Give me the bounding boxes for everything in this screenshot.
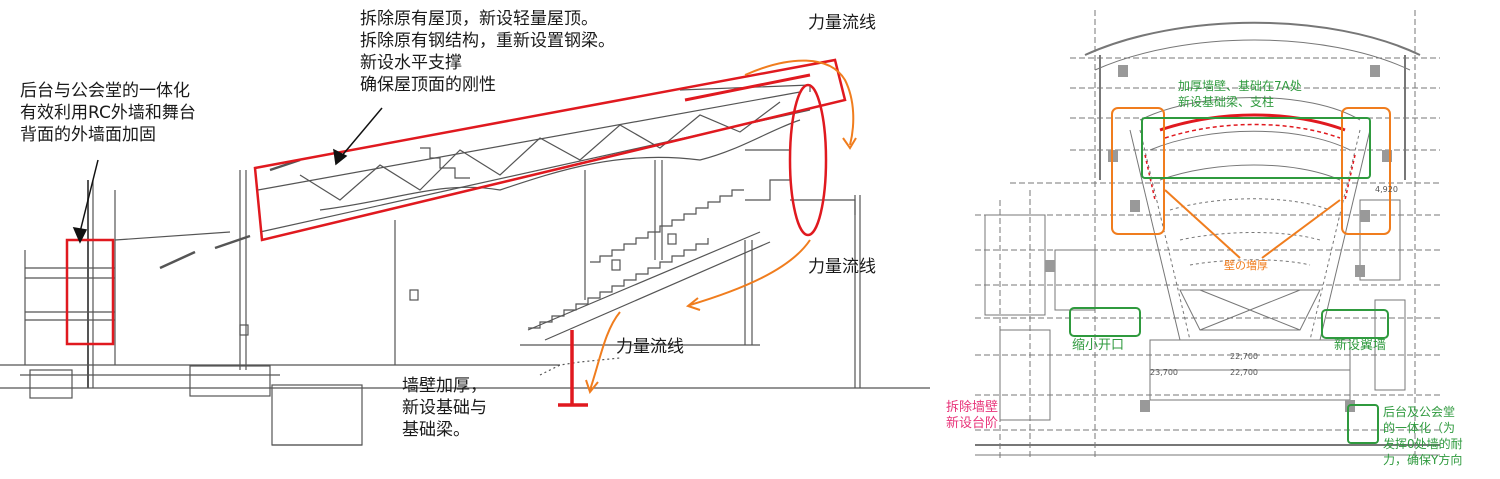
force-flow-arrow-3 <box>589 311 621 391</box>
roof-note-line-1: 拆除原有屋顶，新设轻量屋顶。 <box>360 9 598 29</box>
force-flow-arrow-3-head <box>585 379 599 395</box>
new-wing-wall-label: 新设翼墙 <box>1334 338 1387 353</box>
wall-note: 墙壁加厚， 新设基础与 基础梁。 <box>402 375 487 441</box>
wall-note-line-1: 墙壁加厚， <box>402 376 487 396</box>
plan-backstage-note: 后台及公会堂 的一体化（为 发挥0处墙的耐 力，确保Y方向 <box>1383 404 1463 468</box>
backstage-wall-box <box>65 238 115 346</box>
section-linework <box>0 84 930 446</box>
section-force-flow <box>585 59 857 395</box>
plan-backstage-note-line-2: 的一体化（为 <box>1383 421 1456 435</box>
dimension-2: 22,700 <box>1230 368 1258 377</box>
force-flow-arrow-2-head <box>685 297 701 311</box>
demolish-note-line-1: 拆除墙壁 <box>946 400 999 415</box>
backstage-note-line-2: 有效利用RC外墙和舞台 <box>20 103 196 123</box>
plan-top-note: 加厚墙壁、基础在7A处 新设基础梁、支柱 <box>1178 78 1302 110</box>
plan-green-boxes <box>1069 117 1389 444</box>
shrink-opening-label: 缩小开口 <box>1072 338 1125 353</box>
plan-thickened-arc <box>1144 113 1356 201</box>
force-flow-label-1: 力量流线 <box>808 13 876 33</box>
joint-ellipse <box>788 83 828 237</box>
dimension-4: 4,920 <box>1375 185 1398 194</box>
plan-backstage-note-line-1: 后台及公会堂 <box>1383 405 1456 419</box>
backstage-note-line-3: 背面的外墙面加固 <box>20 125 156 145</box>
plan-top-note-line-2: 新设基础梁、支柱 <box>1178 95 1275 109</box>
demolish-note-line-2: 新设台阶 <box>946 416 999 431</box>
plan-center-note: 壁の増厚 <box>1224 259 1268 272</box>
force-flow-arrow-1 <box>744 59 855 146</box>
plan-top-note-line-1: 加厚墙壁、基础在7A处 <box>1178 79 1302 93</box>
section-red-highlights <box>65 58 847 407</box>
force-flow-arrow-2 <box>689 239 811 306</box>
dimension-1: 22,700 <box>1230 352 1258 361</box>
plan-orange-boxes <box>1111 107 1391 259</box>
plan-backstage-note-line-4: 力，确保Y方向 <box>1383 453 1463 467</box>
backstage-note: 后台与公会堂的一体化 有效利用RC外墙和舞台 背面的外墙面加固 <box>20 80 196 146</box>
new-roof-beam <box>684 73 811 102</box>
roof-note-line-2: 拆除原有钢结构，重新设置钢梁。 <box>360 31 615 51</box>
dimension-3: 23,700 <box>1150 368 1178 377</box>
force-flow-arrow-1-head <box>842 137 857 150</box>
roof-note-line-4: 确保屋顶面的刚性 <box>360 75 496 95</box>
force-flow-label-2: 力量流线 <box>808 257 876 277</box>
roof-box <box>253 58 847 242</box>
plan-backstage-note-line-3: 发挥0处墙的耐 <box>1383 437 1463 451</box>
backstage-note-line-1: 后台与公会堂的一体化 <box>20 81 190 101</box>
roof-note: 拆除原有屋顶，新设轻量屋顶。 拆除原有钢结构，重新设置钢梁。 新设水平支撑 确保… <box>360 8 615 96</box>
demolish-note: 拆除墙壁 新设台阶 <box>946 400 998 432</box>
force-flow-label-3: 力量流线 <box>616 337 684 357</box>
roof-note-line-3: 新设水平支撑 <box>360 53 462 73</box>
section-pointers <box>72 107 383 244</box>
plan-linework <box>975 10 1440 460</box>
wall-note-line-3: 基础梁。 <box>402 420 470 440</box>
wall-note-line-2: 新设基础与 <box>402 398 487 418</box>
